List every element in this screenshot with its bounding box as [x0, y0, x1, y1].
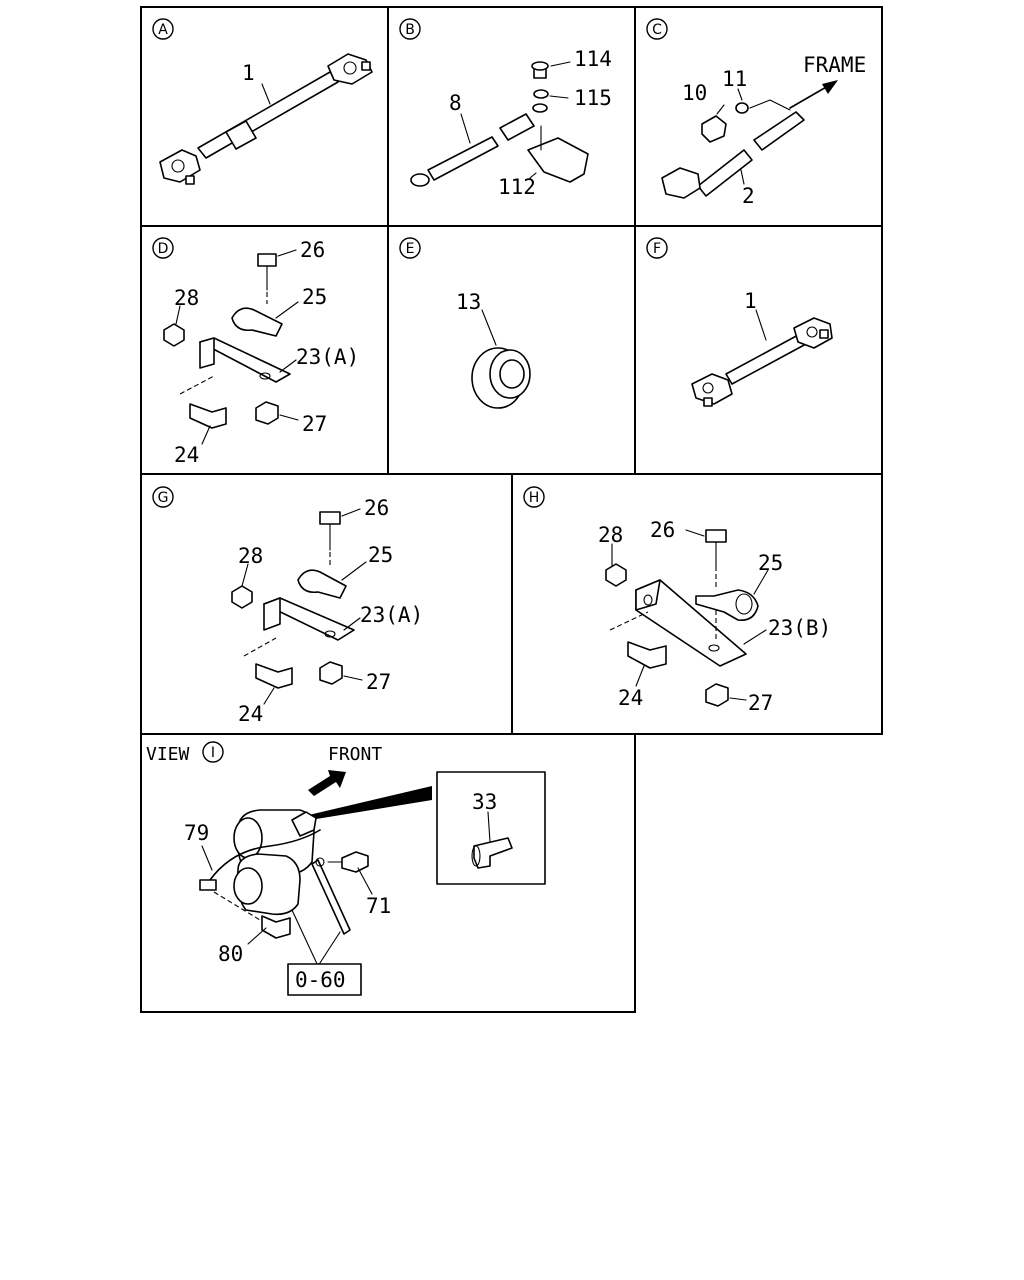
callout-24: 24	[618, 686, 643, 710]
callout-115: 115	[574, 86, 612, 110]
callout-27: 27	[302, 412, 327, 436]
svg-text:E: E	[406, 241, 415, 257]
callout-112: 112	[498, 175, 536, 199]
callout-79: 79	[184, 821, 209, 845]
view-title: VIEW	[146, 744, 190, 765]
callout-26: 26	[300, 238, 325, 262]
callout-25: 25	[302, 285, 327, 309]
detail-leader-wedge	[296, 786, 432, 822]
front-label: FRONT	[328, 744, 382, 765]
bracket-clip-d-drawing	[163, 253, 291, 429]
panel-view-i: VIEW I FRONT 33	[146, 741, 546, 996]
battery-cable-f-drawing	[691, 317, 833, 407]
svg-text:A: A	[158, 22, 168, 38]
panel-c: C 10 11 FRAME 2	[646, 18, 866, 208]
panel-d: D 26 28 25 23(A) 27 24	[152, 237, 359, 467]
callout-10: 10	[682, 81, 707, 105]
panel-badge-b: B	[399, 18, 421, 40]
callout-33: 33	[472, 790, 497, 814]
callout-11: 11	[722, 67, 747, 91]
callout-71: 71	[366, 894, 391, 918]
callout-27: 27	[366, 670, 391, 694]
callout-1: 1	[242, 61, 255, 85]
callout-28: 28	[598, 523, 623, 547]
callout-28: 28	[174, 286, 199, 310]
callout-26: 26	[364, 496, 389, 520]
callout-23a: 23(A)	[360, 603, 423, 627]
svg-text:C: C	[652, 22, 662, 38]
ground-cable-c-drawing	[661, 99, 805, 199]
callout-24: 24	[174, 443, 199, 467]
callout-1: 1	[744, 289, 757, 313]
panel-frames	[140, 6, 883, 1013]
detail-box-33	[436, 771, 546, 885]
front-direction-arrow	[308, 770, 346, 796]
panel-badge-d: D	[152, 237, 174, 259]
panel-badge-c: C	[646, 18, 668, 40]
panel-badge-f: F	[646, 237, 668, 259]
callout-24: 24	[238, 702, 263, 726]
starter-motor-drawing	[199, 809, 369, 939]
frame-direction-arrow	[822, 80, 838, 94]
callout-23a: 23(A)	[296, 345, 359, 369]
callout-0-60: 0-60	[295, 968, 346, 992]
callout-26: 26	[650, 518, 675, 542]
bracket-clip-g-drawing	[231, 511, 355, 689]
callout-8: 8	[449, 91, 462, 115]
panel-badge-e: E	[399, 237, 421, 259]
battery-cable-a-drawing	[159, 53, 373, 185]
svg-text:D: D	[158, 241, 169, 257]
panel-h: H 28 26 25 23(B) 24 27	[523, 486, 831, 715]
panel-b: B 8 114 115 112	[399, 18, 612, 199]
terminal-cable-b-drawing	[410, 61, 589, 187]
panel-badge-a: A	[152, 18, 174, 40]
svg-text:H: H	[529, 490, 540, 506]
panel-badge-h: H	[523, 486, 545, 508]
panel-g: G 26 28 25 23(A) 27 24	[152, 486, 423, 726]
panel-f: F 1	[646, 237, 833, 407]
svg-text:B: B	[405, 22, 415, 38]
callout-27: 27	[748, 691, 773, 715]
panel-e: E 13	[399, 237, 531, 409]
callout-25: 25	[758, 551, 783, 575]
view-badge-i: I	[202, 741, 224, 763]
panel-badge-g: G	[152, 486, 174, 508]
callout-frame: FRAME	[803, 53, 866, 77]
callout-13: 13	[456, 290, 481, 314]
callout-2: 2	[742, 184, 755, 208]
callout-114: 114	[574, 47, 612, 71]
bracket-clip-h-drawing	[605, 529, 759, 707]
callout-23b: 23(B)	[768, 616, 831, 640]
svg-text:F: F	[653, 241, 661, 257]
svg-text:I: I	[211, 745, 215, 761]
reference-box-0-60	[287, 963, 362, 996]
callout-80: 80	[218, 942, 243, 966]
svg-text:G: G	[158, 490, 169, 506]
callout-25: 25	[368, 543, 393, 567]
callout-28: 28	[238, 544, 263, 568]
grommet-e-drawing	[471, 347, 531, 409]
panel-a: A 1	[152, 18, 373, 185]
fitting-33-drawing	[471, 837, 513, 869]
